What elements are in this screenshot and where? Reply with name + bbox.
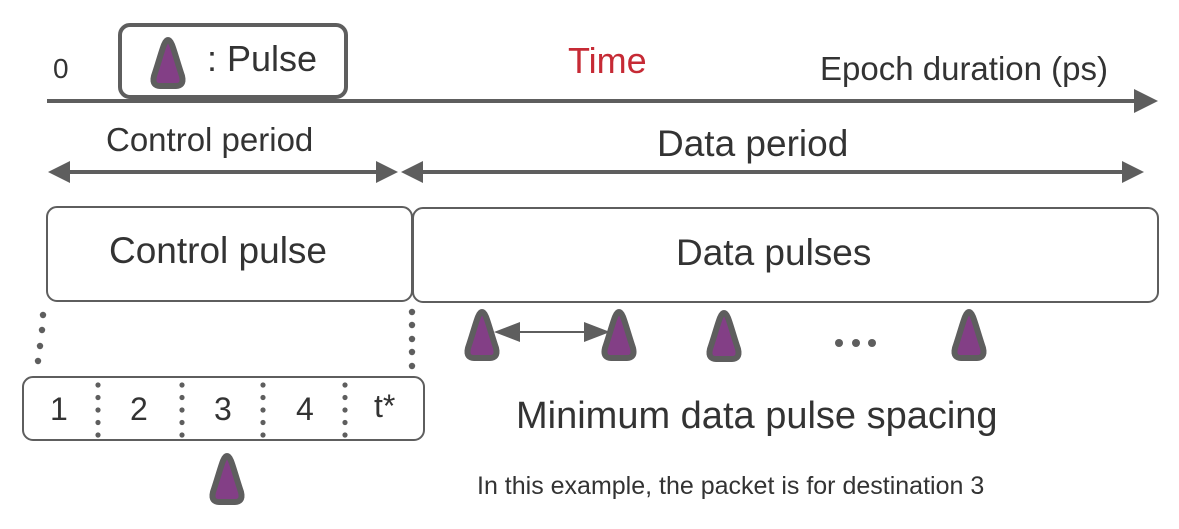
legend-pulse-icon	[153, 40, 182, 86]
slot-divider-dot	[342, 394, 348, 401]
slot-label: 3	[214, 391, 232, 427]
slot-divider-dot	[260, 382, 266, 388]
legend-box	[118, 23, 348, 99]
right-dotted-connector	[408, 308, 416, 370]
timeline-title: Time	[568, 40, 647, 81]
slot-divider-dot	[342, 382, 348, 388]
ellipsis-dots	[835, 339, 876, 347]
data-pulses-box	[412, 207, 1159, 303]
slot-divider-dot	[95, 419, 101, 426]
control-pulse-label: Control pulse	[109, 230, 328, 271]
slot-divider-dot	[260, 394, 266, 401]
slot-divider-dot	[342, 419, 348, 426]
slot-divider-dot	[179, 419, 185, 426]
data-pulse-icon	[467, 312, 496, 358]
slot-divider-dot	[179, 382, 185, 388]
slot-dividers	[95, 382, 348, 438]
slot-divider-dot	[260, 407, 266, 413]
data-pulses-label: Data pulses	[676, 232, 872, 273]
slot-label: t*	[374, 388, 396, 424]
time-origin-label: 0	[53, 53, 69, 84]
data-period-arrow-left	[401, 161, 423, 183]
slot-label: 1	[50, 391, 68, 427]
left-dotted-connector	[34, 311, 47, 365]
slot-divider-dot	[179, 394, 185, 401]
data-pulse-icon	[604, 312, 633, 358]
control-period-label: Control period	[106, 121, 314, 158]
slot-divider-dot	[342, 407, 348, 413]
spacing-caption: Minimum data pulse spacing	[516, 395, 998, 437]
slot-label: 2	[130, 391, 148, 427]
timeline-axis-label: Epoch duration (ps)	[820, 50, 1108, 87]
data-pulse-icon	[709, 313, 738, 359]
slot-divider-dot	[95, 382, 101, 388]
destination-slot-box	[22, 376, 425, 441]
control-period-arrow-right	[376, 161, 398, 183]
slot-divider-dot	[179, 432, 185, 438]
data-period-label: Data period	[657, 123, 849, 164]
destination-pulse-icon	[212, 456, 241, 502]
slot-divider-dot	[260, 419, 266, 426]
destination-caption: In this example, the packet is for desti…	[477, 472, 985, 500]
data-pulse-icon	[954, 312, 983, 358]
legend-label: : Pulse	[207, 38, 318, 79]
slot-divider-dot	[95, 394, 101, 401]
slot-divider-dot	[95, 432, 101, 438]
slot-divider-dot	[342, 432, 348, 438]
pulse-spacing-arrow-right	[584, 322, 610, 342]
slot-divider-dot	[95, 407, 101, 413]
control-period-arrow-left	[48, 161, 70, 183]
pulse-spacing-arrow-left	[494, 322, 520, 342]
data-period-arrow-right	[1122, 161, 1144, 183]
slot-label: 4	[296, 391, 314, 427]
slot-divider-dot	[260, 432, 266, 438]
time-axis-arrowhead	[1134, 89, 1158, 113]
slot-divider-dot	[179, 407, 185, 413]
